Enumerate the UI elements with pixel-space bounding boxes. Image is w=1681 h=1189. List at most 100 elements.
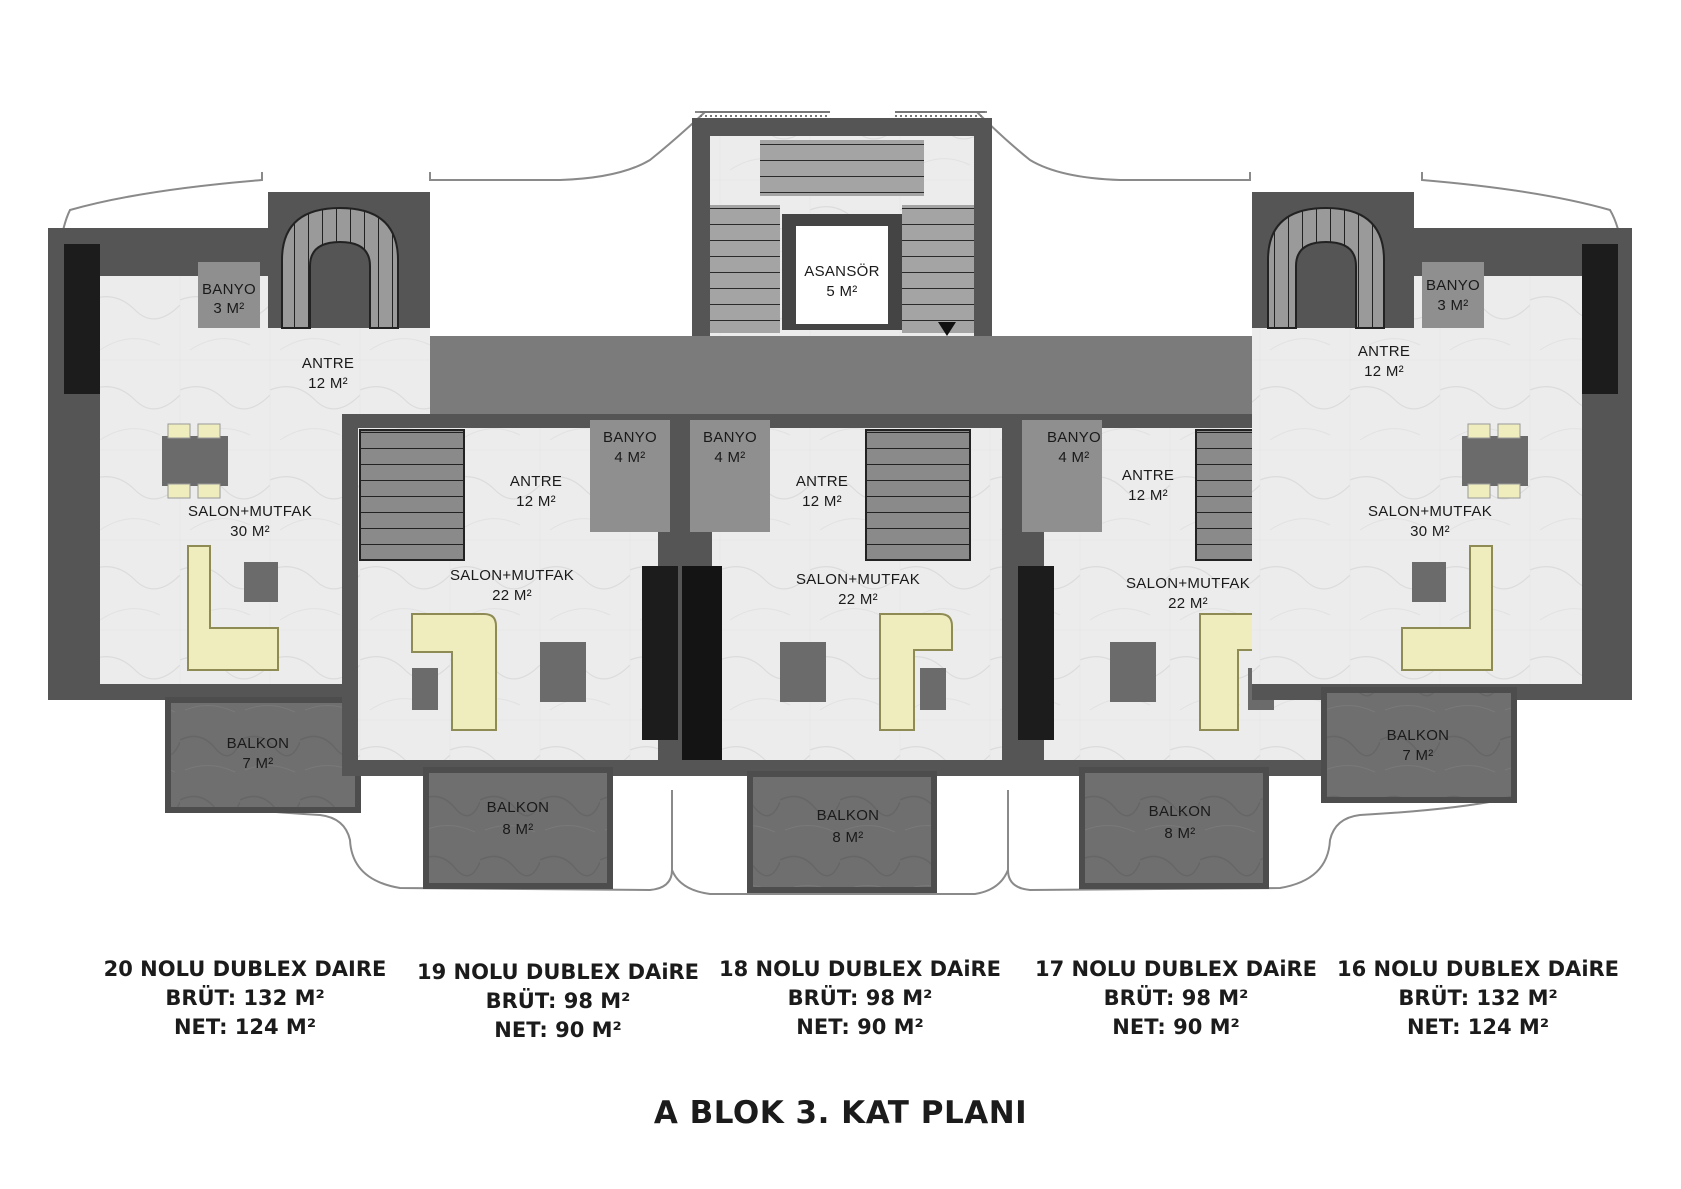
u16-balkon-label: BALKON: [1387, 727, 1450, 744]
u18-banyo-area: 4 M²: [714, 449, 745, 466]
unit16-kitchen-strip: [1582, 244, 1618, 394]
unit-name: 20 NOLU DUBLEX DAIRE: [103, 957, 387, 981]
unit-name: 17 NOLU DUBLEX DAiRE: [1034, 957, 1318, 981]
unit19-dining-table: [540, 642, 586, 702]
u16-banyo-area: 3 M²: [1437, 297, 1468, 314]
stair-arrow: [938, 322, 956, 336]
unit20-dining-table: [162, 423, 228, 499]
u18-salon-label: SALON+MUTFAK: [796, 571, 920, 588]
unit-name: 18 NOLU DUBLEX DAiRE: [718, 957, 1002, 981]
unit-gross-area: BRÜT: 98 M²: [1103, 986, 1249, 1010]
unit18-dining-table: [780, 642, 826, 702]
unit18-sofa: [879, 613, 953, 731]
unit19-balcony: [423, 767, 613, 889]
unit18-bath: [690, 420, 770, 532]
u16-antre-area: 12 M²: [1364, 363, 1404, 380]
u17-balkon-area: 8 M²: [1164, 825, 1195, 842]
u18-antre-label: ANTRE: [796, 473, 848, 490]
unit20-balcony: [165, 697, 361, 813]
elevator-area: 5 M²: [826, 283, 857, 300]
unit-net-area: NET: 90 M²: [494, 1018, 622, 1042]
u19-antre-label: ANTRE: [510, 473, 562, 490]
unit-16-summary: 16 NOLU DUBLEX DAiRE BRÜT: 132 M² NET: 1…: [1318, 955, 1638, 1042]
unit-gross-area: BRÜT: 132 M²: [1398, 986, 1558, 1010]
unit20-spiral-stair: [281, 206, 399, 329]
unit-net-area: NET: 90 M²: [796, 1015, 924, 1039]
unit20-sofa: [187, 545, 279, 671]
unit-net-area: NET: 124 M²: [173, 1015, 317, 1039]
stair-left: [710, 205, 780, 333]
unit19-bath: [590, 420, 670, 532]
u20-balkon-label: BALKON: [227, 735, 290, 752]
unit18-coffee-table: [920, 668, 946, 710]
u17-balkon-label: BALKON: [1149, 803, 1212, 820]
unit16-balcony: [1321, 687, 1517, 803]
unit-net-area: NET: 124 M²: [1406, 1015, 1550, 1039]
u18-salon-area: 22 M²: [838, 591, 878, 608]
u19-antre-area: 12 M²: [516, 493, 556, 510]
u20-salon-area: 30 M²: [230, 523, 270, 540]
u16-salon-label: SALON+MUTFAK: [1368, 503, 1492, 520]
unit18-kitchen: [682, 566, 722, 760]
unit16-coffee-table: [1412, 562, 1446, 602]
unit16-dining-table: [1462, 423, 1528, 499]
unit17-kitchen: [1018, 566, 1054, 740]
u20-salon-label: SALON+MUTFAK: [188, 503, 312, 520]
u18-banyo-label: BANYO: [703, 429, 757, 446]
unit19-coffee-table: [412, 668, 438, 710]
unit18-balcony: [747, 771, 937, 893]
unit-gross-area: BRÜT: 132 M²: [165, 986, 325, 1010]
unit20-bath: [198, 262, 260, 328]
u18-balkon-area: 8 M²: [832, 829, 863, 846]
unit17-dining-table: [1110, 642, 1156, 702]
unit16-sofa: [1401, 545, 1493, 671]
unit16-bath: [1422, 262, 1484, 328]
unit16-spiral-stair: [1267, 206, 1385, 329]
unit-gross-area: BRÜT: 98 M²: [485, 989, 631, 1013]
railing: [700, 111, 985, 117]
u19-salon-area: 22 M²: [492, 587, 532, 604]
unit19-kitchen: [642, 566, 678, 740]
u17-salon-label: SALON+MUTFAK: [1126, 575, 1250, 592]
unit20-coffee-table: [244, 562, 278, 602]
plan-title: A BLOK 3. KAT PLANI: [653, 1095, 1028, 1131]
u19-balkon-area: 8 M²: [502, 821, 533, 838]
u17-antre-label: ANTRE: [1122, 467, 1174, 484]
unit19-stair: [359, 429, 465, 561]
unit-gross-area: BRÜT: 98 M²: [787, 986, 933, 1010]
stair-right: [902, 205, 974, 333]
u16-antre-label: ANTRE: [1358, 343, 1410, 360]
u19-banyo-area: 4 M²: [614, 449, 645, 466]
unit18-stair: [865, 429, 971, 561]
unit-name: 19 NOLU DUBLEX DAiRE: [416, 960, 700, 984]
unit-20-summary: 20 NOLU DUBLEX DAIRE BRÜT: 132 M² NET: 1…: [85, 955, 405, 1042]
u17-banyo-area: 4 M²: [1058, 449, 1089, 466]
u16-balkon-area: 7 M²: [1402, 747, 1433, 764]
room-labels: ASANSÖR 5 M² BANYO 3 M² ANTRE 12 M² SALO…: [188, 262, 1492, 846]
unit-name: 16 NOLU DUBLEX DAiRE: [1336, 957, 1620, 981]
unit-net-area: NET: 90 M²: [1112, 1015, 1240, 1039]
u19-salon-label: SALON+MUTFAK: [450, 567, 574, 584]
u20-banyo-area: 3 M²: [213, 300, 244, 317]
unit17-bath: [1022, 420, 1102, 532]
u20-antre-area: 12 M²: [308, 375, 348, 392]
u19-banyo-label: BANYO: [603, 429, 657, 446]
u17-salon-area: 22 M²: [1168, 595, 1208, 612]
u16-salon-area: 30 M²: [1410, 523, 1450, 540]
u20-balkon-area: 7 M²: [242, 755, 273, 772]
u17-banyo-label: BANYO: [1047, 429, 1101, 446]
u18-antre-area: 12 M²: [802, 493, 842, 510]
unit17-balcony: [1079, 767, 1269, 889]
unit-17-summary: 17 NOLU DUBLEX DAiRE BRÜT: 98 M² NET: 90…: [1016, 955, 1336, 1042]
u18-balkon-label: BALKON: [817, 807, 880, 824]
unit-19-summary: 19 NOLU DUBLEX DAiRE BRÜT: 98 M² NET: 90…: [398, 958, 718, 1045]
u16-banyo-label: BANYO: [1426, 277, 1480, 294]
elevator-label: ASANSÖR: [804, 262, 879, 280]
stair-top: [760, 140, 924, 196]
u19-balkon-label: BALKON: [487, 799, 550, 816]
u20-banyo-label: BANYO: [202, 281, 256, 298]
unit19-sofa: [411, 613, 497, 731]
unit16-floor: [1252, 276, 1582, 684]
corridor: [424, 336, 1268, 414]
